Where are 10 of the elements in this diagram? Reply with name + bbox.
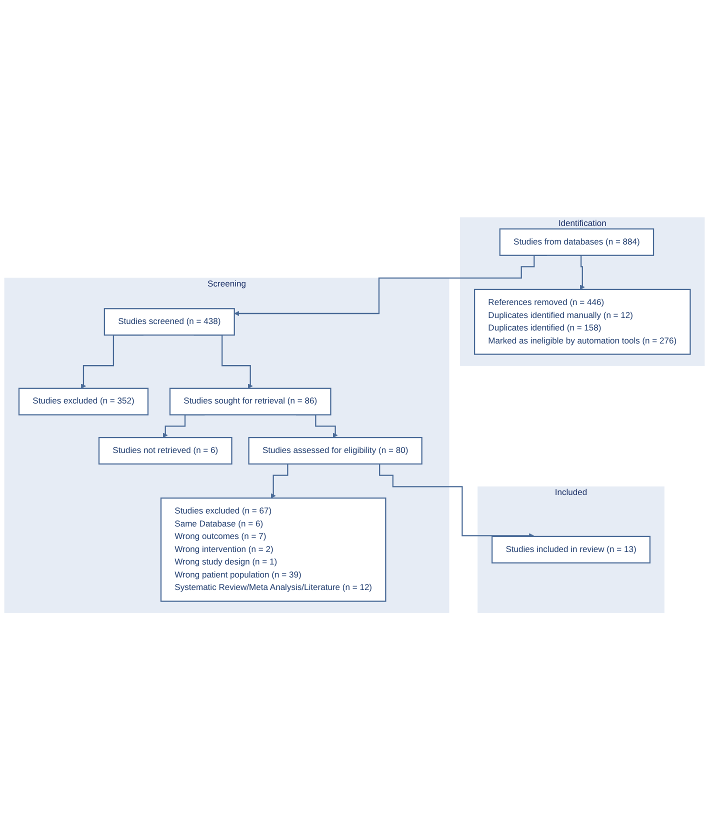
node-box: Studies assessed for eligibility (n = 80) <box>248 436 422 464</box>
node-box: Studies not retrieved (n = 6) <box>98 436 232 464</box>
node-box: Studies sought for retrieval (n = 86) <box>169 388 332 416</box>
node-box: Studies excluded (n = 67) Same Database (n = 6) Wrong outcomes (n = 7) Wrong intervention (n = 2) Wrong study design (n = 1) Wrong patient population (n = 39) Systematic Review/Meta Analysis/Literature (n = 12) <box>160 497 386 602</box>
node-box: Studies excluded (n = 352) <box>18 388 149 416</box>
arrow <box>580 254 585 290</box>
node-box: Studies screened (n = 438) <box>104 308 235 336</box>
node-box: References removed (n = 446) Duplicates identified manually (n = 12) Duplicates identified (n = 158) Marked as ineligible by automation tools (n = 276) <box>474 288 691 355</box>
node-box: Studies included in review (n = 13) <box>492 536 651 564</box>
node-box: Studies from databases (n = 884) <box>499 228 654 256</box>
